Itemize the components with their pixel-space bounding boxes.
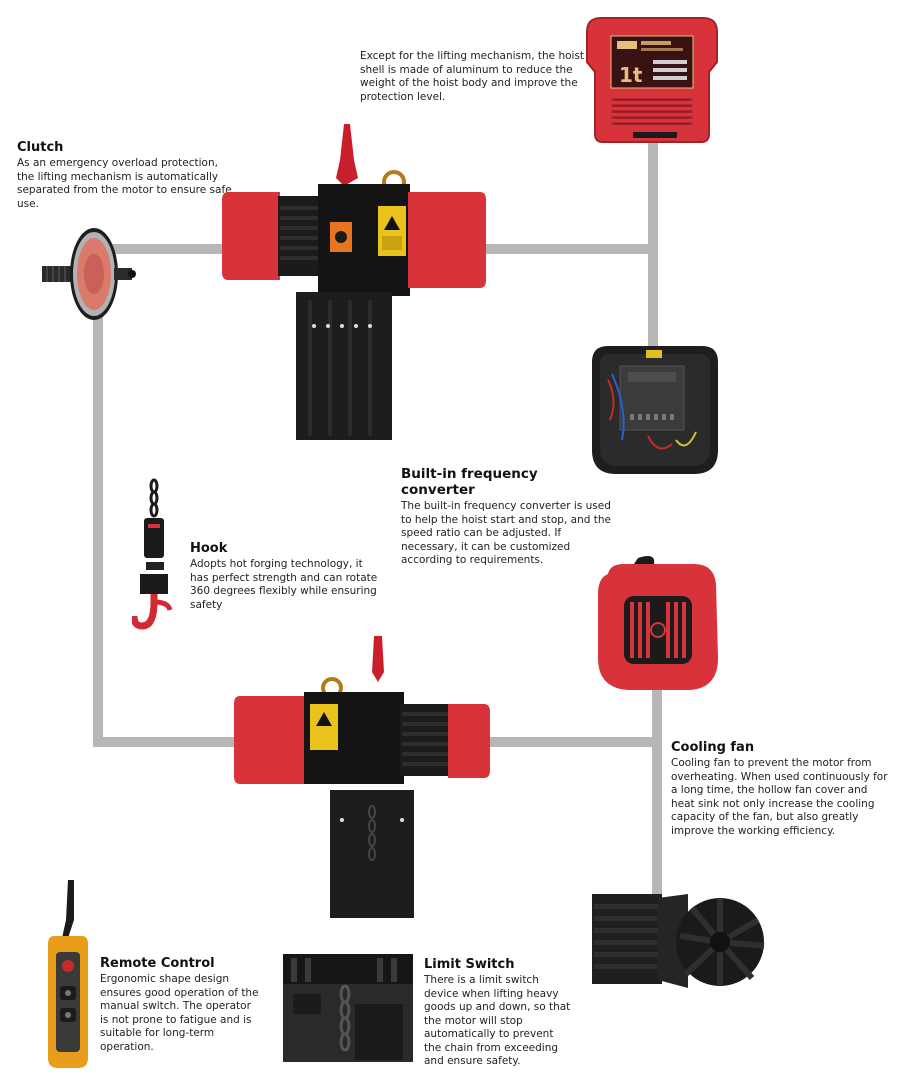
- hook-caption: Hook Adopts hot forging technology, it h…: [190, 541, 380, 612]
- clutch-caption: Clutch As an emergency overload protecti…: [17, 140, 237, 211]
- remote-caption: Remote Control Ergonomic shape design en…: [100, 956, 260, 1054]
- shell-description: Except for the lifting mechanism, the ho…: [360, 50, 585, 103]
- converter-description: The built-in frequency converter is used…: [401, 500, 611, 566]
- clutch-description: As an emergency overload protection, the…: [17, 157, 232, 210]
- converter-caption: Built-in frequency converter The built-i…: [401, 466, 616, 568]
- hoist-shell-cover-image: 1t: [583, 14, 721, 146]
- frequency-converter-image: [588, 340, 722, 478]
- fan-description: Cooling fan to prevent the motor from ov…: [671, 757, 888, 837]
- connector-line: [93, 244, 103, 744]
- clutch-title: Clutch: [17, 140, 64, 155]
- clutch-image: [38, 226, 138, 322]
- limit-caption: Limit Switch There is a limit switch dev…: [424, 957, 574, 1069]
- fan-title: Cooling fan: [671, 740, 755, 755]
- hoist-bottom-image: [230, 632, 494, 922]
- hook-description: Adopts hot forging technology, it has pe…: [190, 558, 378, 611]
- connector-line: [652, 690, 662, 895]
- fan-cover-image: [594, 554, 722, 694]
- connector-line: [93, 737, 241, 747]
- connector-line: [470, 244, 658, 254]
- remote-description: Ergonomic shape design ensures good oper…: [100, 973, 259, 1053]
- hook-title: Hook: [190, 541, 228, 556]
- limit-description: There is a limit switch device when lift…: [424, 974, 571, 1067]
- connector-line: [490, 737, 658, 747]
- hoist-top-image: [218, 120, 490, 445]
- shell-plate-label: 1t: [619, 63, 643, 87]
- remote-title: Remote Control: [100, 956, 215, 971]
- motor-fan-image: [588, 884, 770, 996]
- limit-switch-image: [283, 954, 413, 1062]
- shell-caption: Except for the lifting mechanism, the ho…: [360, 50, 585, 104]
- limit-title: Limit Switch: [424, 957, 515, 972]
- hook-image: [132, 478, 178, 638]
- remote-control-image: [44, 880, 92, 1070]
- converter-title: Built-in frequency converter: [401, 466, 538, 498]
- connector-line: [93, 244, 233, 254]
- fan-caption: Cooling fan Cooling fan to prevent the m…: [671, 740, 891, 838]
- connector-line: [648, 140, 658, 352]
